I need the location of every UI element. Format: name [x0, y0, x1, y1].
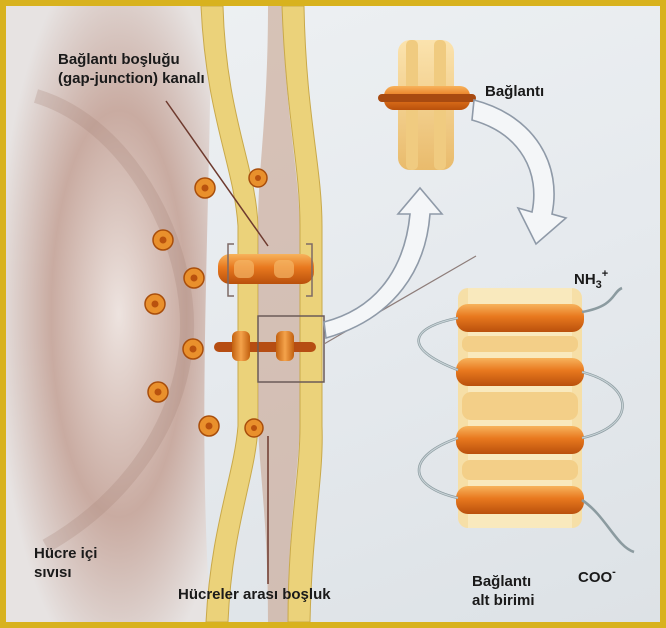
subunit-label-line2: alt birimi: [472, 591, 535, 610]
coo-label: COO-: [578, 568, 616, 589]
nh3-superscript: +: [602, 268, 608, 280]
nh3-base: NH: [574, 271, 596, 288]
intercellular-label: Hücreler arası boşluk: [178, 585, 331, 604]
channel-label: Bağlantı boşluğu (gap-junction) kanalı: [58, 50, 205, 88]
subunit-label: Bağlantı alt birimi: [472, 572, 535, 610]
connexon-illustration: [378, 40, 476, 170]
channel-label-line2: (gap-junction) kanalı: [58, 69, 205, 88]
subunit-label-line1: Bağlantı: [472, 572, 535, 591]
channel-label-line1: Bağlantı boşluğu: [58, 50, 205, 69]
intracellular-label: Hücre içi sıvısı: [34, 544, 97, 582]
coo-superscript: -: [612, 566, 616, 578]
gap-junction-illustration: [6, 6, 660, 622]
intracellular-label-line2: sıvısı: [34, 563, 97, 582]
coo-base: COO: [578, 569, 612, 586]
connexon-label: Bağlantı: [485, 82, 544, 101]
nh3-label: NH3+: [574, 270, 608, 291]
nh3-subscript: 3: [596, 279, 602, 291]
connexin-subunit-illustration: [419, 288, 634, 552]
intracellular-label-line1: Hücre içi: [34, 544, 97, 563]
